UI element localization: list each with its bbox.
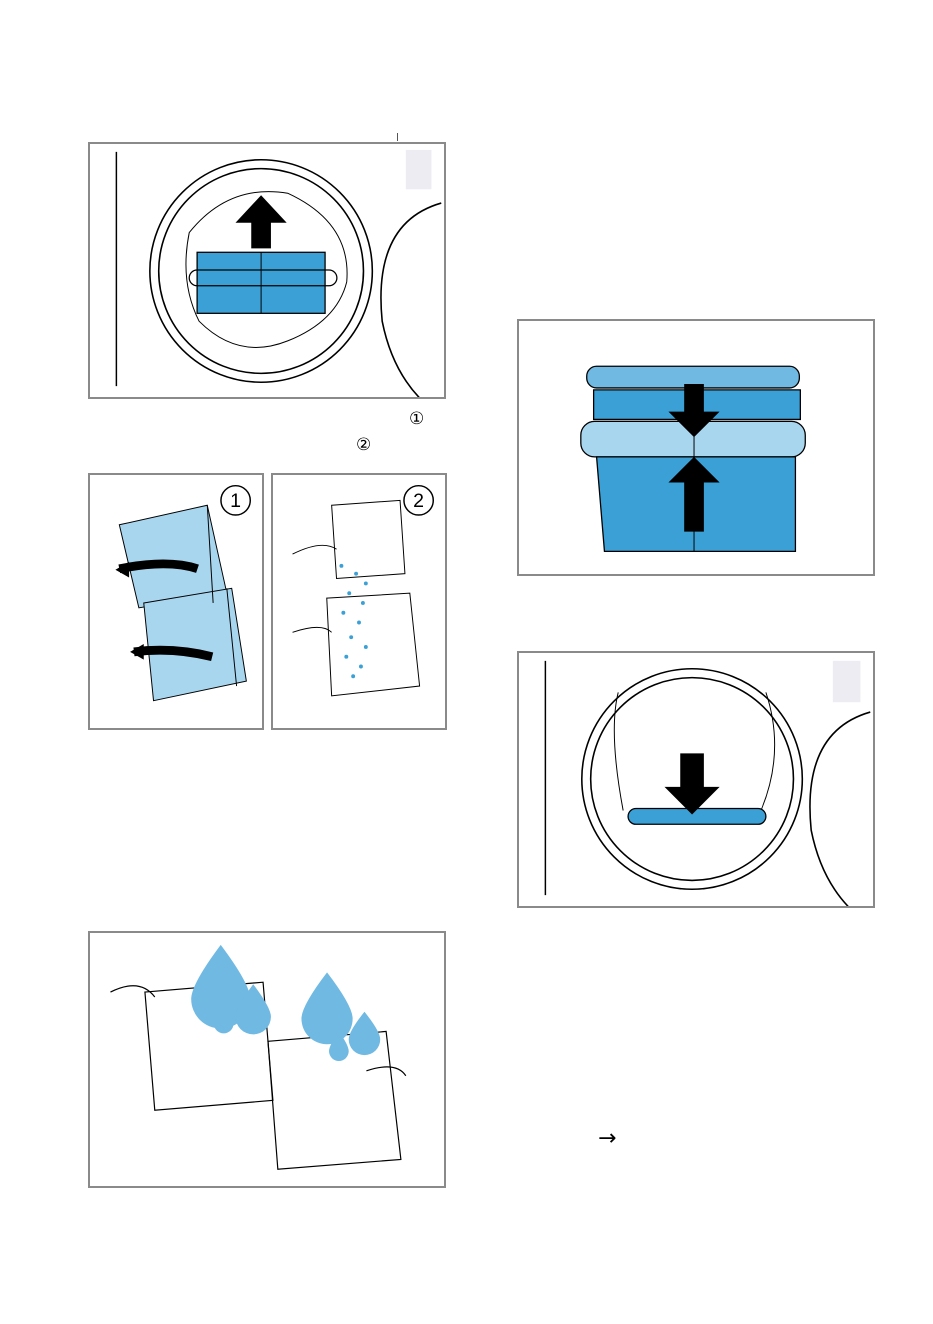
figure-lift-filter bbox=[88, 142, 446, 399]
badge-2: 2 bbox=[413, 490, 424, 512]
filter-close-icon bbox=[519, 321, 873, 574]
crop-mark bbox=[397, 133, 398, 141]
filter-open-icon: 1 bbox=[90, 475, 262, 728]
figure-open-filter: 1 bbox=[88, 473, 264, 730]
filter-lift-up-icon bbox=[90, 144, 444, 397]
filter-clean-hands-icon: 2 bbox=[273, 475, 445, 728]
figure-insert-filter bbox=[517, 651, 875, 908]
figure-clean-filter: 2 bbox=[271, 473, 447, 730]
step-ref-1: ① bbox=[409, 411, 424, 428]
filter-insert-down-icon bbox=[519, 653, 873, 906]
figure-close-filter bbox=[517, 319, 875, 576]
step-arrow: → bbox=[598, 1128, 616, 1150]
filter-rinse-water-icon bbox=[90, 933, 444, 1186]
figure-rinse-filter bbox=[88, 931, 446, 1188]
step-ref-2: ② bbox=[356, 437, 371, 454]
badge-1: 1 bbox=[230, 490, 241, 512]
